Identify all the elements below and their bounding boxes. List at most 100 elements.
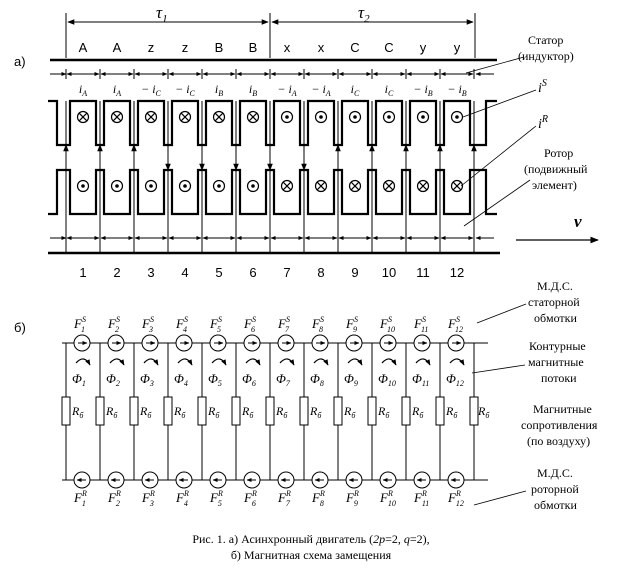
- rotor-leader-line: [463, 179, 531, 227]
- rotor-label-2: (подвижный: [524, 162, 588, 176]
- current-out-of-page-icon: [348, 110, 362, 124]
- mds-rotor-leader: [473, 490, 527, 506]
- mds-rotor-label-3: обмотки: [534, 498, 577, 512]
- resistance-label: Rб: [241, 404, 254, 420]
- air-gap-resistor: [367, 396, 377, 426]
- resistance-label: Rб: [207, 404, 220, 420]
- phase-label: z: [182, 40, 189, 55]
- slot-number: 5: [215, 265, 222, 280]
- flux-circulation-icon: [347, 358, 363, 366]
- resistance-label: Rб: [377, 404, 390, 420]
- stator-current-label: − iA: [277, 82, 296, 98]
- current-into-page-icon: [144, 110, 158, 124]
- current-out-of-page-icon: [314, 110, 328, 124]
- slot-number: 1: [79, 265, 86, 280]
- air-gap-resistor: [231, 396, 241, 426]
- phase-label: C: [384, 40, 393, 55]
- current-into-page-icon: [348, 179, 362, 193]
- stator-current-label: − iB: [413, 82, 432, 98]
- current-into-page-icon: [314, 179, 328, 193]
- current-out-of-page-icon: [178, 179, 192, 193]
- current-into-page-icon: [246, 110, 260, 124]
- phase-label: x: [284, 40, 291, 55]
- current-into-page-icon: [280, 179, 294, 193]
- flux-label: Φ3: [140, 371, 154, 388]
- slot-number: 7: [283, 265, 290, 280]
- air-gap-resistor: [95, 396, 105, 426]
- flux-label: Φ9: [344, 371, 358, 388]
- stator-current-label: iA: [113, 82, 121, 98]
- air-gap-resistor: [401, 396, 411, 426]
- current-out-of-page-icon: [76, 179, 90, 193]
- flux-circulation-icon: [381, 358, 397, 366]
- flux-circulation-icon: [177, 358, 193, 366]
- air-gap-resistor: [333, 396, 343, 426]
- air-gap-flux-arrows: [63, 101, 477, 253]
- phase-label: z: [148, 40, 155, 55]
- slot-number: 4: [181, 265, 188, 280]
- phase-label: C: [350, 40, 359, 55]
- flux-circulation-icon: [279, 358, 295, 366]
- resistance-label: Rб: [173, 404, 186, 420]
- tau2-label: τ2: [358, 3, 370, 25]
- air-gap-resistor: [299, 396, 309, 426]
- caption: Рис. 1. а) Асинхронный двигатель (2p=2, …: [192, 532, 429, 562]
- stator-current-label: iA: [79, 82, 87, 98]
- rotor-conductors: [76, 179, 464, 193]
- air-gap-resistor: [163, 396, 173, 426]
- stator-label-2: (индуктор): [518, 49, 574, 63]
- current-out-of-page-icon: [212, 179, 226, 193]
- flux-label-3: потоки: [541, 371, 577, 385]
- current-into-page-icon: [450, 179, 464, 193]
- caption-line-2: б) Магнитная схема замещения: [231, 548, 392, 562]
- air-gap-resistor: [435, 396, 445, 426]
- phase-label: B: [215, 40, 224, 55]
- current-out-of-page-icon: [246, 179, 260, 193]
- flux-label: Φ12: [446, 371, 464, 388]
- slot-number: 12: [450, 265, 464, 280]
- tau1-label: τ1: [156, 3, 168, 25]
- flux-label: Φ8: [310, 371, 324, 388]
- stator-slot-pitch-arrows: [50, 69, 494, 79]
- air-gap-resistor: [265, 396, 275, 426]
- mds-stator-label-2: статорной: [528, 295, 580, 309]
- stator-current-label: iB: [215, 82, 223, 98]
- flux-label: Φ6: [242, 371, 256, 388]
- current-into-page-icon: [76, 110, 90, 124]
- flux-label: Φ1: [72, 371, 86, 388]
- phase-label: A: [79, 40, 88, 55]
- resistance-label: Rб: [309, 404, 322, 420]
- resist-label-3: (по воздуху): [527, 434, 590, 448]
- resistance-label: Rб: [411, 404, 424, 420]
- rotor-label-3: элемент): [532, 178, 577, 192]
- mds-rotor-label-2: роторной: [531, 482, 579, 496]
- current-out-of-page-icon: [416, 110, 430, 124]
- flux-label-2: магнитные: [528, 355, 584, 369]
- flux-leader: [471, 364, 526, 374]
- rotor-teeth-outline: [48, 168, 497, 216]
- mds-stator-label-3: обмотки: [534, 311, 577, 325]
- flux-circulation-icon: [313, 358, 329, 366]
- stator-teeth-outline: [48, 99, 497, 147]
- slot-number: 10: [382, 265, 396, 280]
- resistance-label: Rб: [477, 404, 490, 420]
- resistance-label: Rб: [139, 404, 152, 420]
- rotor-label: Ротор: [544, 146, 573, 160]
- slot-number: 9: [351, 265, 358, 280]
